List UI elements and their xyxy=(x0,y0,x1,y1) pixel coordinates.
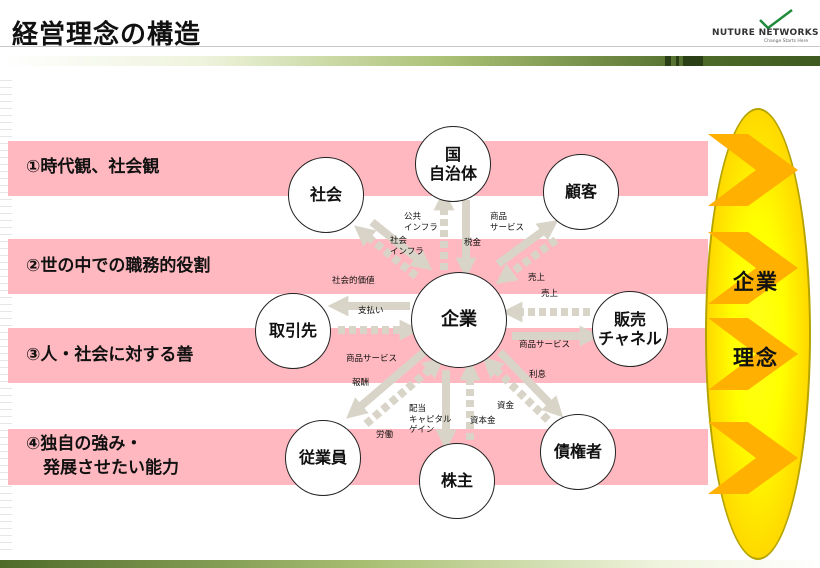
header-band-mark xyxy=(683,56,703,66)
node-employees: 従業員 xyxy=(285,420,361,496)
flow-label-capital: 資本金 xyxy=(470,416,496,426)
flow-arrow xyxy=(346,348,427,419)
node-government: 国 自治体 xyxy=(415,126,491,202)
flow-label-products-services-channel: 商品サービス xyxy=(519,340,571,350)
flow-label-tax: 税金 xyxy=(464,238,482,248)
row-label-3: ③人・社会に対する善 xyxy=(26,345,194,365)
node-customers: 顧客 xyxy=(543,154,619,230)
flow-label-labor: 労働 xyxy=(376,430,394,440)
logo-check-icon xyxy=(759,9,793,30)
node-sales-channel: 販売 チャネル xyxy=(592,291,668,367)
header-band xyxy=(0,56,820,66)
flow-arrow xyxy=(482,356,551,423)
header-band-mark xyxy=(665,56,671,66)
row-stripe xyxy=(8,239,708,294)
flow-label-compensation: 報酬 xyxy=(352,378,370,388)
flow-label-products-services-supplier: 商品サービス xyxy=(346,354,398,364)
row-label-1: ①時代観、社会観 xyxy=(26,157,160,177)
flow-arrow xyxy=(497,349,564,418)
header-band-mark xyxy=(676,56,679,66)
chevron-arrow-icon xyxy=(708,422,798,494)
row-label-2: ②世の中での職務的役割 xyxy=(26,256,211,276)
flow-label-social-value: 社会的価値 xyxy=(332,276,375,286)
node-creditors: 債権者 xyxy=(540,414,616,490)
header-rule xyxy=(0,46,820,47)
flow-arrow xyxy=(363,357,444,428)
flow-arrow xyxy=(369,218,433,271)
footer-band xyxy=(0,560,820,568)
chevron-arrow-icon xyxy=(708,232,798,304)
flow-label-society-infra: 社会 インフラ xyxy=(390,236,424,257)
company-logo: NUTURE NETWORKS Change Starts Here xyxy=(712,8,819,48)
flow-label-public-infra: 公共 インフラ xyxy=(404,212,438,233)
logo-tagline: Change Starts Here xyxy=(764,39,809,44)
flow-label-sales-1: 売上 xyxy=(528,273,546,283)
page-title: 経営理念の構造 xyxy=(12,20,202,50)
philosophy-label-1: 企業 xyxy=(733,270,779,294)
flow-label-payment: 支払い xyxy=(358,306,384,316)
node-society: 社会 xyxy=(288,157,364,233)
philosophy-label-2: 理念 xyxy=(733,346,779,370)
flow-arrow xyxy=(353,225,419,280)
flow-label-interest: 利息 xyxy=(529,370,547,380)
node-suppliers: 取引先 xyxy=(255,293,331,369)
flow-label-sales-2: 売上 xyxy=(541,289,559,299)
row-label-4: ④独自の強み・ 発展させたい能力 xyxy=(26,434,179,478)
flow-arrow xyxy=(495,219,559,268)
node-company: 企業 xyxy=(411,272,507,368)
chevron-arrow-icon xyxy=(708,134,798,206)
node-shareholders: 株主 xyxy=(419,443,495,519)
flow-label-dividend: 配当 キャピタル ゲイン xyxy=(409,404,452,436)
logo-text: NUTURE NETWORKS xyxy=(712,28,819,38)
flow-label-products-services-customer: 商品 サービス xyxy=(490,212,525,233)
flow-label-funds: 資金 xyxy=(497,401,515,411)
chevron-arrow-icon xyxy=(708,318,798,390)
